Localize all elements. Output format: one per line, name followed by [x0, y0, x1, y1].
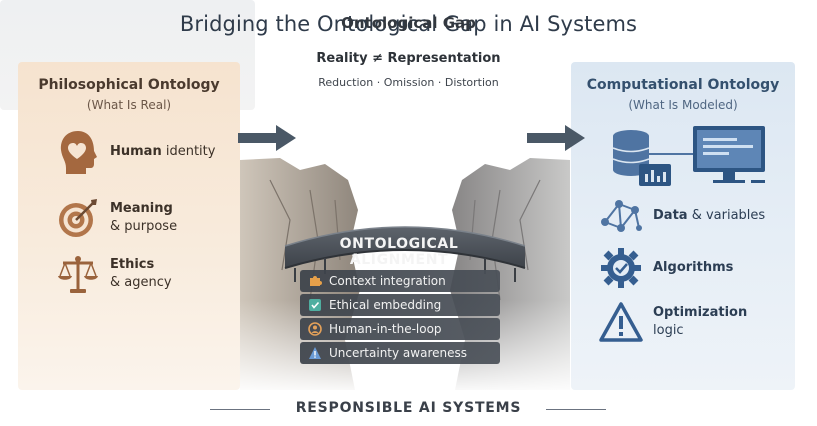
- philosophical-ontology-heading: Philosophical Ontology: [38, 77, 220, 93]
- variables-label: & variables: [691, 208, 766, 223]
- philosophical-ontology-subheading: (What Is Real): [86, 98, 172, 112]
- context-integration-row: Context integration: [300, 270, 500, 292]
- puzzle-icon: [308, 274, 322, 288]
- human-identity-item: Human identity: [56, 130, 215, 174]
- agency-label: & agency: [110, 275, 172, 290]
- ethical-embedding-row: Ethical embedding: [300, 294, 500, 316]
- computational-ontology-panel: Computational Ontology (What Is Modeled): [571, 62, 795, 390]
- ethics-agency-text: Ethics & agency: [110, 256, 172, 292]
- optimization-logic-item: Optimization logic: [599, 300, 747, 344]
- algorithms-text: Algorithms: [653, 259, 733, 277]
- context-integration-text: Context integration: [329, 274, 446, 288]
- diagram-title: Bridging the Ontological Gap in AI Syste…: [179, 12, 638, 36]
- ontological-alignment-label: ONTOLOGICAL ALIGNMENT: [339, 236, 459, 268]
- chasm-bridge-illustration: [240, 158, 570, 390]
- warning-icon: [308, 346, 322, 360]
- ethical-embedding-text: Ethical embedding: [329, 298, 442, 312]
- check-shield-icon: [308, 298, 322, 312]
- meaning-label: Meaning: [110, 201, 173, 216]
- human-in-the-loop-text: Human-in-the-loop: [329, 322, 442, 336]
- ontological-gap-heading: Ontological Gap: [341, 14, 476, 32]
- scales-icon: [56, 252, 100, 296]
- human-label: Human: [110, 144, 162, 159]
- data-variables-item: Data & variables: [599, 194, 765, 238]
- ethics-label: Ethics: [110, 257, 155, 272]
- footer-line-left: [210, 409, 270, 410]
- gap-types-text: Reduction · Omission · Distortion: [318, 76, 499, 89]
- optimization-label: Optimization: [653, 305, 748, 320]
- algorithms-label: Algorithms: [653, 260, 734, 275]
- network-nodes-icon: [599, 194, 643, 238]
- identity-label: identity: [165, 144, 216, 159]
- gear-check-icon: [599, 246, 643, 290]
- optimization-logic-text: Optimization logic: [653, 304, 747, 340]
- uncertainty-awareness-row: Uncertainty awareness: [300, 342, 500, 364]
- human-in-the-loop-row: Human-in-the-loop: [300, 318, 500, 340]
- human-identity-text: Human identity: [110, 143, 215, 161]
- database-computer-icon: [611, 124, 771, 194]
- ethics-agency-item: Ethics & agency: [56, 252, 172, 296]
- uncertainty-awareness-text: Uncertainty awareness: [329, 346, 467, 360]
- target-arrow-icon: [56, 196, 100, 240]
- warning-triangle-icon: [599, 300, 643, 344]
- meaning-purpose-item: Meaning & purpose: [56, 196, 177, 240]
- gap-to-right-arrow: [527, 125, 585, 151]
- computational-ontology-heading: Computational Ontology: [586, 77, 780, 93]
- computational-ontology-subheading: (What Is Modeled): [628, 98, 738, 112]
- meaning-purpose-text: Meaning & purpose: [110, 200, 177, 236]
- left-to-gap-arrow: [238, 125, 296, 151]
- algorithms-item: Algorithms: [599, 246, 733, 290]
- reality-representation-text: Reality ≠ Representation: [316, 51, 501, 66]
- data-label: Data: [653, 208, 688, 223]
- person-loop-icon: [308, 322, 322, 336]
- responsible-ai-systems-label: RESPONSIBLE AI SYSTEMS: [295, 400, 522, 416]
- footer-line-right: [546, 409, 606, 410]
- purpose-label: & purpose: [110, 219, 178, 234]
- data-variables-text: Data & variables: [653, 207, 765, 225]
- head-heart-icon: [56, 130, 100, 174]
- database-computer-item: [611, 124, 771, 194]
- logic-label: logic: [653, 323, 684, 338]
- philosophical-ontology-panel: Philosophical Ontology (What Is Real) Hu…: [18, 62, 240, 390]
